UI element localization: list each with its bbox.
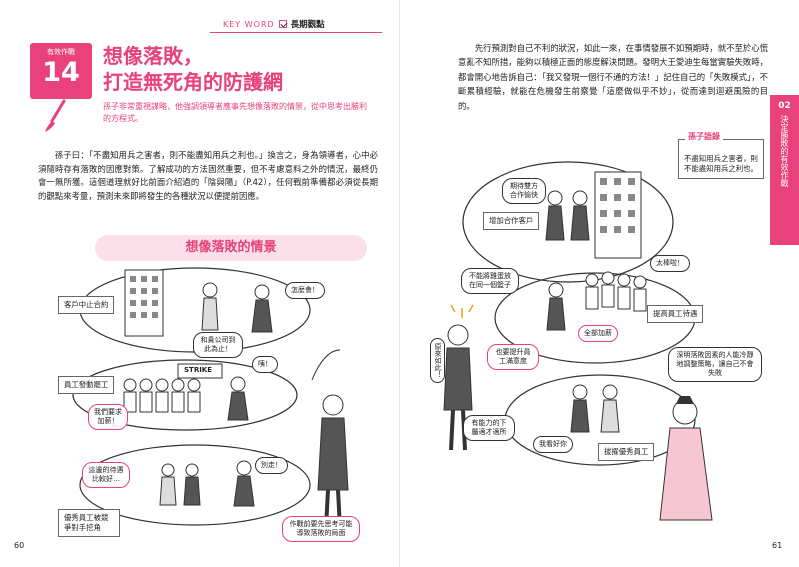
keyword-label: KEY WORD xyxy=(223,19,275,29)
chapter-tab: 02 決定勝敗的有效作戰 xyxy=(770,95,799,245)
page-number-left: 60 xyxy=(14,541,25,550)
right-bubble-8: 我看好你 xyxy=(533,436,573,453)
left-page: KEY WORD 長期觀點 有效作戰 14 想像落敗， 打造無死角的防護網 孫子… xyxy=(0,0,399,567)
body-text-right: 先行預測對自己不利的狀況，如此一來，在事情發展不如預期時，就不至於心慌意亂不知所… xyxy=(458,43,768,111)
right-bubble-2: 不能將雞蛋放在同一個籃子 xyxy=(461,268,519,294)
left-label-2: 員工發動罷工 xyxy=(58,376,115,394)
left-illustration xyxy=(72,267,349,529)
left-label-3: 優秀員工被競爭對手挖角 xyxy=(58,509,120,537)
keyword-header: KEY WORD 長期觀點 xyxy=(223,18,325,31)
page-title: 想像落敗， 打造無死角的防護網 xyxy=(103,43,283,95)
lead-text: 孫子非常重視謀略，他強調領導者應事先想像落敗的情景，從中思考出勝利的方程式。 xyxy=(103,102,367,123)
badge-number: 14 xyxy=(42,57,80,88)
left-label-1: 客戶中止合約 xyxy=(58,296,115,314)
left-bubble-6: 這邊的待遇比較好… xyxy=(82,462,130,488)
sunzi-quote: 不盡知用兵之害者，則不能盡知用兵之利也。 xyxy=(684,154,758,173)
left-bubble-3: 咦！ xyxy=(252,356,278,373)
right-bubble-7: 有能力的下屬適才適所 xyxy=(463,415,515,441)
left-bubble-8: 作戰前要先思考可能導致落敗的局面 xyxy=(282,516,360,542)
section-heading: 想像落敗的情景 xyxy=(95,235,367,261)
sunzi-quote-box: 孫子語錄 不盡知用兵之害者，則不能盡知用兵之利也。 xyxy=(678,132,764,179)
left-bubble-2: 和貴公司到此為止！ xyxy=(193,332,243,358)
right-bubble-6: 原來如此！ xyxy=(430,338,445,383)
right-bubble-4: 全部加薪 xyxy=(578,325,618,342)
tab-text: 決定勝敗的有效作戰 xyxy=(780,115,789,187)
right-bubble-5: 也要提升員工滿意度 xyxy=(487,344,539,370)
title-line-1: 想像落敗， xyxy=(103,44,203,68)
page-number-right: 61 xyxy=(772,541,783,550)
left-bubble-7: 別走！ xyxy=(255,457,288,474)
brush-icon xyxy=(45,99,66,132)
sunzi-heading: 孫子語錄 xyxy=(685,132,723,142)
checkbox-icon xyxy=(278,20,287,28)
book-spine xyxy=(399,0,400,567)
right-bubble-1: 期待雙方合作愉快 xyxy=(502,178,546,204)
right-label-2: 提高員工待遇 xyxy=(647,305,704,323)
right-label-1: 增加合作客戶 xyxy=(483,212,540,230)
strike-sign-label: STRIKE xyxy=(184,366,213,374)
tab-number: 02 xyxy=(778,101,791,111)
left-bubble-4: 我們要求加薪！ xyxy=(88,404,128,430)
right-bubble-9: 深明落敗因素的人能冷靜地調整策略，讓自己不會失敗 xyxy=(668,347,762,382)
keyword-subtitle: 長期觀點 xyxy=(290,20,325,30)
chapter-badge: 有效作戰 14 xyxy=(30,43,92,99)
title-line-2: 打造無死角的防護網 xyxy=(103,70,283,94)
right-bubble-3: 太棒啦！ xyxy=(650,255,690,272)
right-label-3: 拔擢優秀員工 xyxy=(598,443,655,461)
badge-tag: 有效作戰 xyxy=(47,48,75,56)
body-text-left: 孫子曰：「不盡知用兵之害者，則不能盡知用兵之利也。」換言之，身為領導者，心中必須… xyxy=(38,150,378,201)
header-rule xyxy=(210,32,382,33)
left-bubble-1: 怎麼會！ xyxy=(285,282,325,299)
